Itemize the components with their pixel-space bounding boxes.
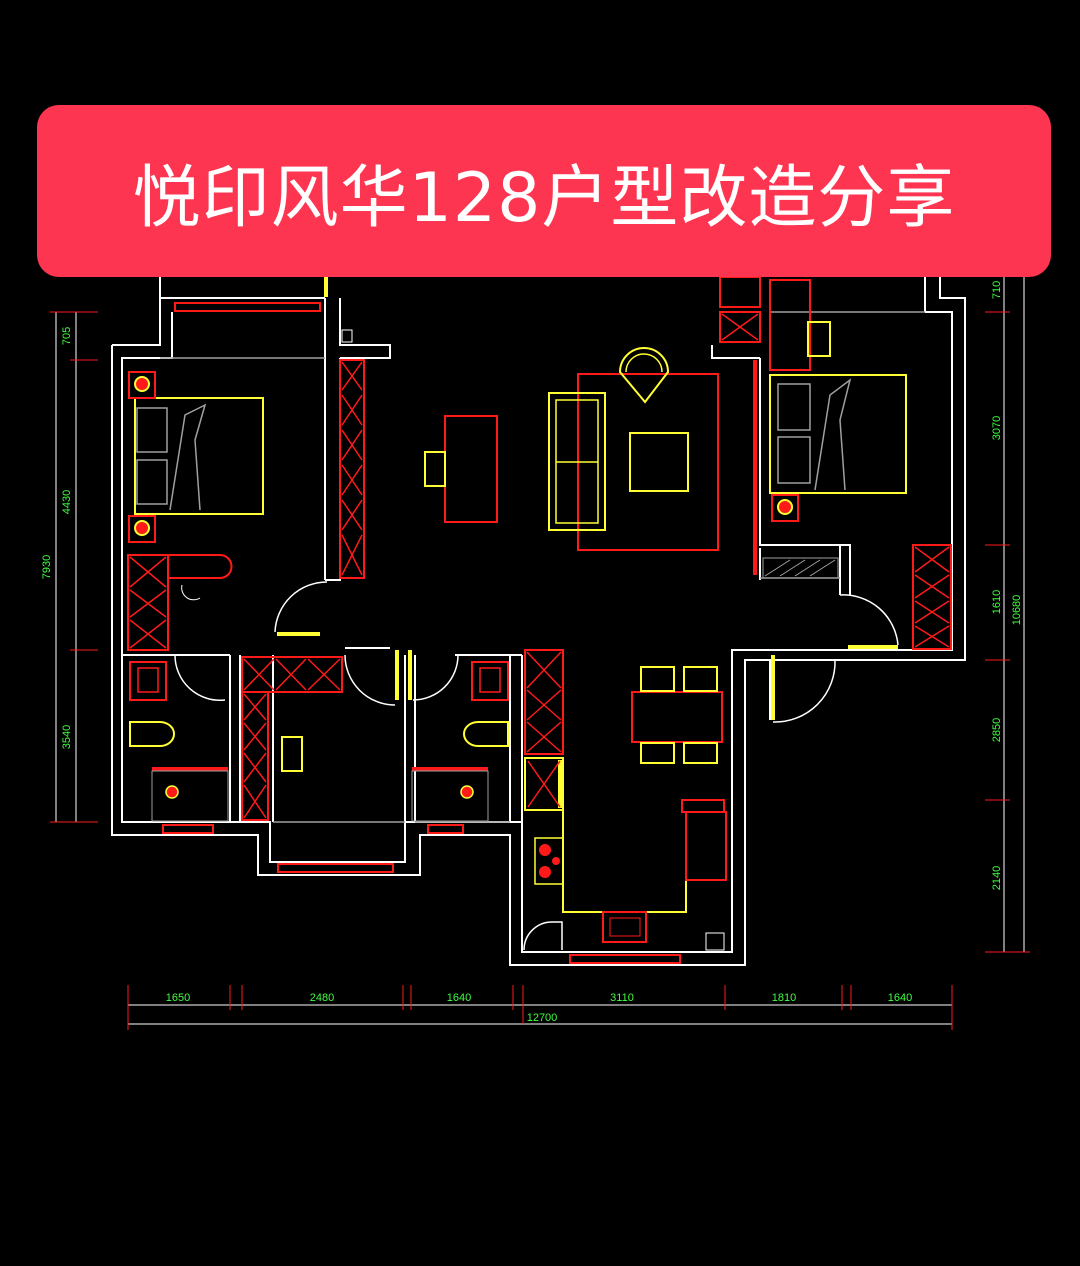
dining-table bbox=[631, 666, 723, 764]
dim-left-3: 3540 bbox=[61, 725, 73, 749]
door-leaves bbox=[277, 277, 898, 808]
left-bathroom bbox=[129, 661, 229, 822]
windows bbox=[162, 302, 681, 964]
kitchen bbox=[534, 799, 727, 951]
hall-cabinet bbox=[339, 359, 365, 579]
dim-bottom-4: 3110 bbox=[610, 992, 634, 1004]
living-room bbox=[548, 347, 719, 551]
dim-bottom-1: 1650 bbox=[166, 992, 190, 1004]
storage-cabinets bbox=[241, 656, 343, 821]
kitchen-cabinets bbox=[524, 649, 564, 811]
dim-left-1: 705 bbox=[61, 327, 73, 345]
dimension-lines bbox=[50, 277, 1030, 1030]
walls bbox=[111, 277, 966, 966]
dim-left-total: 7930 bbox=[41, 555, 53, 579]
dim-right-5: 2140 bbox=[991, 866, 1003, 890]
right-bathroom bbox=[411, 661, 509, 822]
doors bbox=[174, 581, 899, 951]
dim-right-2: 3070 bbox=[991, 416, 1003, 440]
dim-bottom-6: 1640 bbox=[888, 992, 912, 1004]
dim-left-2: 4430 bbox=[61, 490, 73, 514]
dim-right-total: 10680 bbox=[1011, 595, 1023, 626]
dim-bottom-2: 2480 bbox=[310, 992, 334, 1004]
title-banner: 悦印风华128户型改造分享 bbox=[37, 105, 1051, 277]
dim-bottom-3: 1640 bbox=[447, 992, 471, 1004]
dim-bottom-total: 12700 bbox=[527, 1012, 558, 1024]
right-bedroom bbox=[753, 279, 952, 650]
dim-right-3: 1610 bbox=[991, 590, 1003, 614]
dim-right-4: 2850 bbox=[991, 718, 1003, 742]
dim-right-1: 710 bbox=[991, 281, 1003, 299]
shaft bbox=[341, 276, 761, 343]
dim-bottom-5: 1810 bbox=[772, 992, 796, 1004]
desk bbox=[424, 415, 498, 523]
page-title: 悦印风华128户型改造分享 bbox=[132, 158, 956, 238]
left-bedroom bbox=[127, 371, 264, 651]
